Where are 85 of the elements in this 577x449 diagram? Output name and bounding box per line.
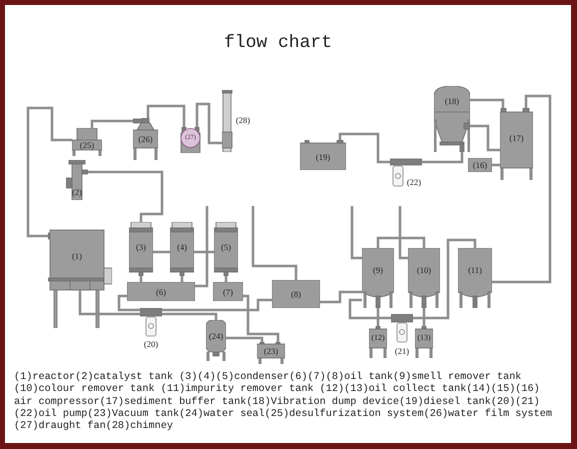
part-number: (8) <box>291 290 301 298</box>
pipe <box>492 94 552 284</box>
pipe <box>194 250 214 254</box>
vibration-vessel <box>434 86 470 152</box>
pipe <box>338 132 390 164</box>
pipe <box>26 106 72 238</box>
pipe <box>180 276 184 282</box>
parts-list-note: (1)reactor(2)catalyst tank (3)(4)(5)condenser(6)(7)(8)oil tank(9)smell remover tank (10)colour remover tank (11)impurity remover tank (12)(13)oil collect tank(14)(15)(16) air compressor(17)sediment buffer tank(18)Vibration dump device(19)diesel tank(20)(21) (22)oil pump(23)Vacuum tank(24)water seal(25)desulfurization system(26)water film system (27)draught fan(28)chimney <box>14 372 553 434</box>
pipe <box>195 206 208 288</box>
diesel-tank <box>300 140 346 170</box>
pipe <box>243 294 280 342</box>
compressor-box <box>468 158 492 172</box>
water-seal-tank <box>206 320 226 361</box>
part-number: (20) <box>144 340 158 348</box>
condenser-column <box>214 222 238 276</box>
part-number: (9) <box>373 266 383 274</box>
catalyst-tank <box>66 160 88 200</box>
collect-tank <box>415 326 433 358</box>
part-number: (16) <box>472 160 488 170</box>
part-number: (7) <box>223 288 233 296</box>
part-number: (19) <box>316 152 330 162</box>
pipe <box>226 336 264 342</box>
reactor-vessel <box>48 228 112 328</box>
pipe <box>162 312 218 320</box>
draught-fan <box>180 127 201 153</box>
part-number: (23) <box>264 346 278 356</box>
diagram-title: flow chart <box>224 34 332 52</box>
part-number: (6) <box>156 288 166 296</box>
pipe <box>88 170 164 222</box>
pipe <box>470 124 500 152</box>
part-number: (11) <box>468 266 482 274</box>
part-number: (10) <box>416 266 432 274</box>
part-number: (26) <box>138 134 153 144</box>
process-tank <box>458 248 492 308</box>
condenser-column <box>170 222 194 276</box>
water-film-tank <box>133 118 158 160</box>
oil-pump <box>390 157 422 190</box>
part-number: (21) <box>394 346 410 356</box>
pipe <box>492 164 500 166</box>
pipe <box>90 120 133 128</box>
pipe <box>413 238 476 320</box>
pipe <box>398 206 408 260</box>
part-number: (2) <box>72 188 82 196</box>
vacuum-tank <box>257 342 285 364</box>
pipe <box>350 206 362 260</box>
pipe <box>196 102 222 144</box>
pipe <box>376 308 380 326</box>
pipe <box>376 236 426 248</box>
process-tank <box>408 248 440 308</box>
oil-pump <box>391 314 413 358</box>
pipe <box>348 298 391 320</box>
oil-tank <box>272 280 320 308</box>
pipe <box>252 206 298 280</box>
part-number: (24) <box>208 332 224 340</box>
buffer-tank <box>500 108 533 180</box>
oil-tank <box>127 282 195 301</box>
part-number: (25) <box>80 140 94 150</box>
part-number: (12) <box>371 334 385 342</box>
pipe <box>320 290 362 304</box>
part-number: (5) <box>221 242 231 252</box>
process-tank <box>362 248 394 308</box>
part-number: (1) <box>72 252 82 260</box>
pipe <box>470 98 504 108</box>
pipe <box>146 104 186 127</box>
pipe <box>153 250 170 254</box>
pipe <box>422 152 464 164</box>
oil-tank <box>213 282 243 301</box>
part-number: (17) <box>509 134 524 142</box>
oil-pump <box>140 308 162 350</box>
pipe <box>118 294 140 312</box>
part-number: (18) <box>444 96 460 106</box>
condenser-column <box>129 222 153 276</box>
chimney-stack <box>222 90 252 152</box>
pipe <box>162 298 272 312</box>
pipe <box>112 312 140 316</box>
part-number: (28) <box>236 116 250 124</box>
pipe <box>224 276 228 282</box>
part-number: (4) <box>177 242 187 252</box>
desulfurizer-unit <box>72 128 102 156</box>
pipe <box>140 276 142 282</box>
pipe <box>422 308 426 326</box>
part-number: (22) <box>406 178 422 186</box>
part-number: (3) <box>136 242 146 252</box>
collect-tank <box>369 326 387 358</box>
part-number: (13) <box>417 334 431 342</box>
